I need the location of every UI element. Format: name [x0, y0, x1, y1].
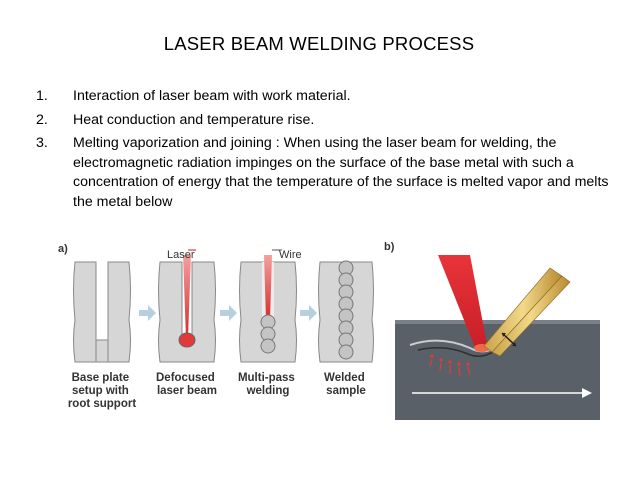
list-item: 1. Interaction of laser beam with work m…: [36, 87, 626, 107]
step-arrow-icon: [220, 305, 237, 321]
item-number: 1.: [36, 88, 48, 104]
caption-base-plate: Base plate setup with root support: [68, 372, 137, 410]
base-plate-diagram: [73, 261, 131, 363]
defocused-laser-diagram: [158, 255, 216, 363]
item-number: 3.: [36, 135, 48, 151]
multi-pass-welding-diagram: [239, 255, 297, 363]
caption-defocused: Defocused laser beam: [156, 372, 218, 397]
caption-welded: Welded sample: [324, 372, 368, 397]
step-arrow-icon: [139, 305, 156, 321]
panel-b-label: b): [384, 241, 395, 253]
laser-wire-feed-diagram: [395, 255, 600, 420]
laser-tag: Laser: [167, 249, 195, 261]
process-steps-list: 1. Interaction of laser beam with work m…: [36, 87, 626, 216]
item-text: Heat conduction and temperature rise.: [73, 111, 315, 128]
item-text: Melting vaporization and joining : When …: [73, 135, 609, 210]
panel-a-label: a): [58, 243, 68, 255]
caption-multi-pass: Multi-pass welding: [238, 372, 298, 397]
item-text: Interaction of laser beam with work mate…: [73, 88, 351, 104]
page-title: LASER BEAM WELDING PROCESS: [163, 33, 475, 54]
step-arrow-icon: [300, 305, 317, 321]
wire-tag: Wire: [279, 249, 302, 261]
list-item: 2. Heat conduction and temperature rise.: [36, 111, 626, 131]
item-number: 2.: [36, 111, 48, 128]
list-item: 3. Melting vaporization and joining : Wh…: [36, 134, 626, 212]
welded-sample-diagram: [318, 260, 374, 363]
